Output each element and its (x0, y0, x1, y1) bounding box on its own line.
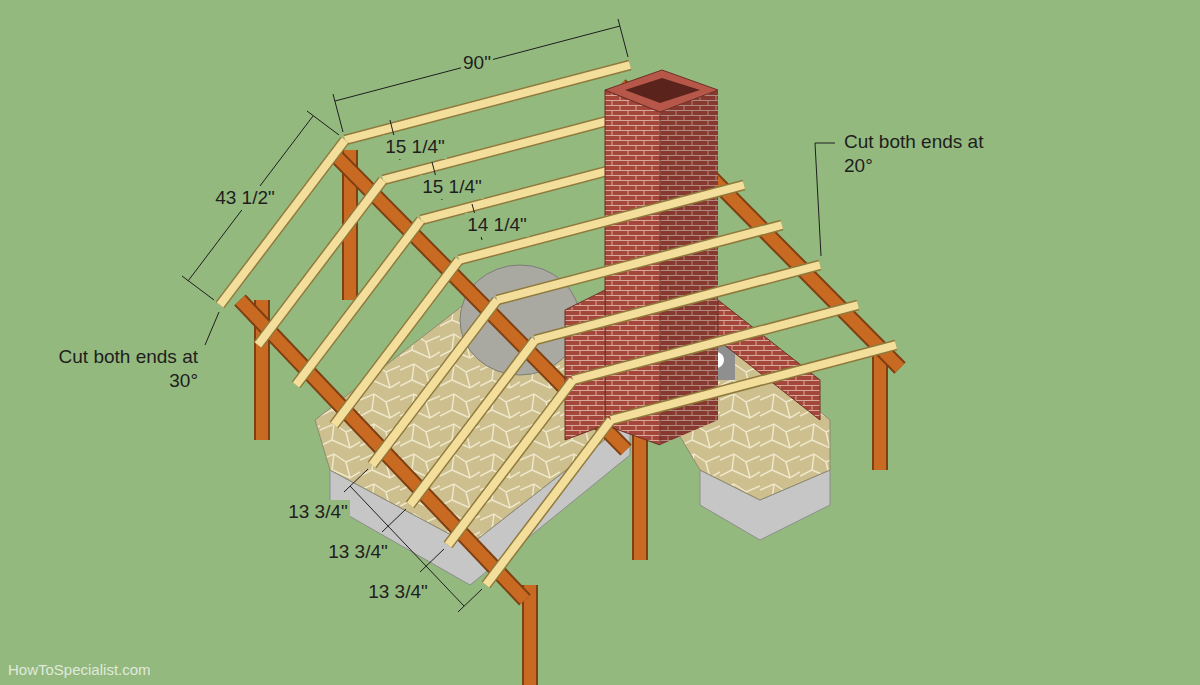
dimension-label: 43 1/2" (213, 186, 277, 210)
dimension-label: 90" (461, 51, 493, 75)
dimension-lines (182, 19, 835, 612)
dimension-label: 13 3/4" (286, 500, 350, 524)
dimension-label: 13 3/4" (326, 540, 390, 564)
dimension-label: 14 1/4" (465, 213, 529, 237)
dimension-label: 15 1/4" (383, 135, 447, 159)
dimension-label: 13 3/4" (366, 580, 430, 604)
watermark: HowToSpecialist.com (6, 658, 153, 682)
stone-counter (315, 265, 830, 585)
rafters (220, 140, 896, 585)
dimension-label: 15 1/4" (420, 175, 484, 199)
cut-note: Cut both ends at 30° (46, 345, 200, 393)
cut-note: Cut both ends at 20° (842, 130, 996, 178)
brick-chimney (565, 70, 820, 445)
